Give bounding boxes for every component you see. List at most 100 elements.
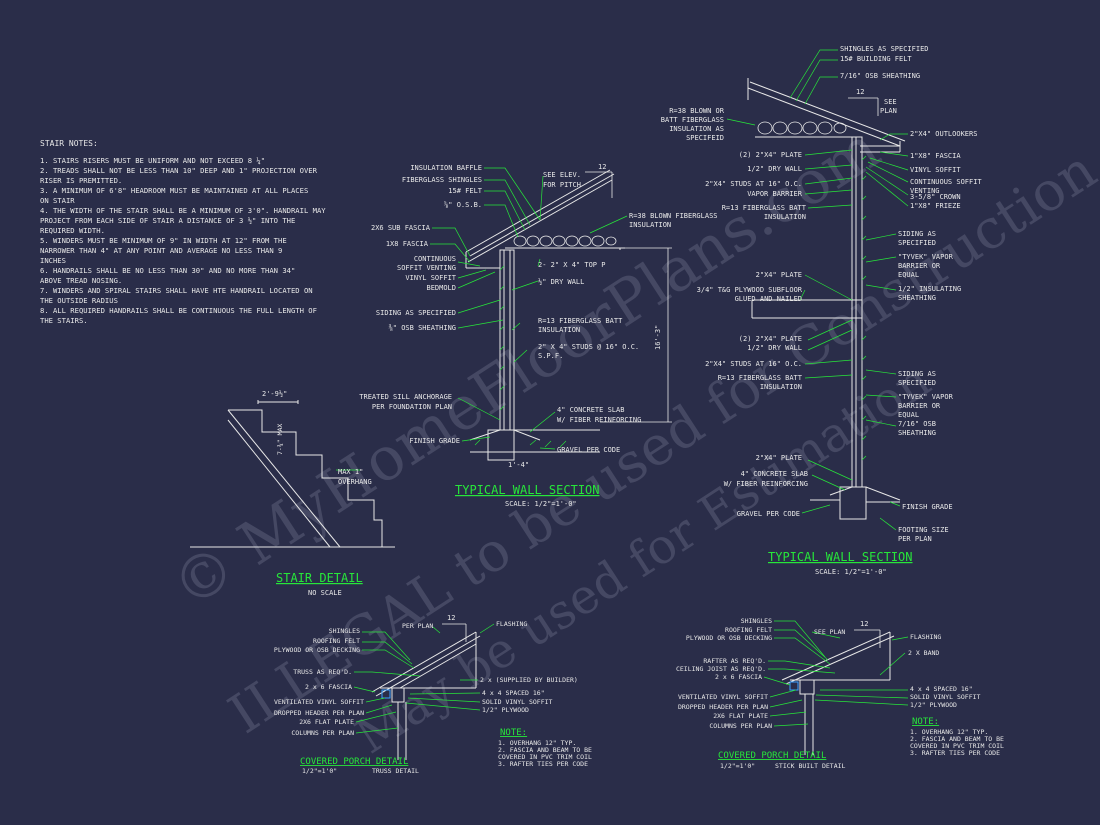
porch2-note-line: COVERED IN PVC TRIM COIL (910, 742, 1004, 750)
stair-notes: STAIR NOTES: 1. STAIRS RISERS MUST BE UN… (40, 139, 330, 325)
wall2-label-plate-bottom: 2"X4" PLATE (756, 454, 802, 462)
wall1-label-r38: R=38 BLOWN FIBERGLASS (629, 212, 718, 220)
wall1-label-studs: 2" X 4" STUDS @ 16" O.C. (538, 343, 639, 351)
wall2-label-drywall-low: 1/2" DRY WALL (747, 344, 802, 352)
wall1-foundation (469, 429, 600, 461)
porch2-label-roofing-felt: ROOFING FELT (725, 626, 772, 634)
porch1-label-plywood: 1/2" PLYWOOD (482, 706, 529, 714)
wall1-label-for-pitch: FOR PITCH (543, 181, 581, 189)
wall2-label-equal-top: EQUAL (898, 271, 919, 279)
stair-dim-tread: 2'-9½" (262, 390, 287, 398)
wall1-label-gravel: GRAVEL PER CODE (557, 446, 620, 454)
porch2-fascia (789, 681, 799, 691)
stair-note-line: REQUIRED WIDTH. (40, 226, 105, 235)
wall2-label-drywall-top: 1/2" DRY WALL (747, 165, 802, 173)
wall2-pitch: 12 (856, 88, 864, 96)
wall2-label-studs-low: 2"X4" STUDS AT 16" O.C. (705, 360, 802, 368)
porch1-label-flashing: FLASHING (496, 620, 527, 628)
wall1-label-foundation-plan: PER FOUNDATION PLAN (372, 403, 452, 411)
wall2-label-specifeid: SPECIFEID (686, 134, 724, 142)
wall2-label-specified-top: SPECIFIED (898, 239, 936, 247)
wall2-label-insulating: 1/2" INSULATING (898, 285, 961, 293)
wall1-roof (465, 169, 625, 269)
porch1-title: COVERED PORCH DETAIL (300, 757, 408, 767)
porch1-drawing (371, 631, 481, 760)
wall2-label-insulation-low: INSULATION (760, 383, 802, 391)
stair-note-line: NARROWER THAN 4" AT ANY POINT AND AVERAG… (40, 246, 282, 255)
porch2-label-soffit: VENTILATED VINYL SOFFIT (678, 693, 768, 701)
porch1-pitch-symbol (442, 623, 467, 642)
porch2-label-spaced: 4 x 4 SPACED 16" (910, 685, 973, 693)
stair-note-line: PROJECT FROM EACH SIDE OF STAIR A DISTAN… (40, 216, 295, 225)
wall2-label-sheathing-low: SHEATHING (898, 429, 936, 437)
porch2-title: COVERED PORCH DETAIL (718, 751, 826, 761)
wall2-label-glued: GLUED AND NAILED (735, 295, 802, 303)
porch2-label-header: DROPPED HEADER PER PLAN (678, 703, 768, 711)
stair-note-line: RISER IS PREMITTED. (40, 176, 122, 185)
wall2-label-r13-low: R=13 FIBERGLASS BATT (718, 374, 803, 382)
porch1-fascia (381, 689, 391, 699)
wall1-scale: SCALE: 1/2"=1'-0" (505, 500, 577, 508)
wall1-label-r13-insulation: INSULATION (538, 326, 580, 334)
wall1-label-r13: R=13 FIBERGLASS BATT (538, 317, 623, 325)
wall1-label-siding: SIDING AS SPECIFIED (376, 309, 456, 317)
porch2-label-ceiling-joist: CEILING JOIST AS REQ'D. (676, 665, 766, 673)
wall2-pitch-symbol (848, 97, 879, 116)
wall1-pitch: 12 (598, 163, 606, 171)
wall1-label-fascia: 1X8 FASCIA (386, 240, 429, 248)
wall1-label-top-plate: 2- 2" X 4" TOP P (538, 261, 605, 269)
porch2-label-band: 2 X BAND (908, 649, 939, 657)
wall2-insulation (757, 121, 847, 135)
wall1-label-r38-insulation: INSULATION (629, 221, 671, 229)
wall2-label-insulation-top: INSULATION (764, 213, 806, 221)
stair-detail: 2'-9½" 7-¾" MAX MAX 1" OVERHANG STAIR DE… (190, 390, 395, 597)
wall2-label-barrier-low: BARRIER OR (898, 402, 941, 410)
porch1-label-truss: TRUSS AS REQ'D. (293, 668, 352, 676)
stair-overhang-note: MAX 1" OVERHANG (338, 468, 372, 486)
porch2-notes: 1. OVERHANG 12" TYP. 2. FASCIA AND BEAM … (910, 728, 1004, 757)
porch-detail-2: 12 SHINGLES ROOFING FELT PLYWOOD OR OSB … (676, 617, 1004, 770)
wall2-title: TYPICAL WALL SECTION (768, 550, 913, 564)
wall2-label-plate-top: (2) 2"X4" PLATE (739, 151, 802, 159)
wall1-label-slab: 4" CONCRETE SLAB (557, 406, 624, 414)
wall2-wall (751, 136, 901, 520)
wall1-label-continuous: CONTINUOUS (414, 255, 456, 263)
porch1-label-decking: PLYWOOD OR OSB DECKING (274, 646, 360, 654)
wall1-leaders (430, 167, 628, 450)
stair-dim-rise: 7-¾" MAX (276, 424, 284, 455)
wall1-label-insulation-baffle: INSULATION BAFFLE (410, 164, 482, 172)
wall1-label-soffit-venting: SOFFIT VENTING (397, 264, 456, 272)
porch2-drawing (781, 631, 895, 755)
stair-note-line: 1. STAIRS RISERS MUST BE UNIFORM AND NOT… (40, 156, 265, 165)
wall2-label-per-plan: PER PLAN (898, 535, 932, 543)
wall1-height-dimension (600, 247, 672, 423)
wall2-label-outlookers: 2"X4" OUTLOOKERS (910, 130, 977, 138)
stair-note-line: 3. A MINIMUM OF 6'8" HEADROOM MUST BE MA… (40, 186, 308, 195)
wall2-label-frieze: 1"X8" FRIEZE (910, 202, 961, 210)
porch1-notes: 1. OVERHANG 12" TYP. 2. FASCIA AND BEAM … (498, 739, 592, 768)
wall2-label-slab: 4" CONCRETE SLAB (741, 470, 808, 478)
porch1-label-supplied: 2 x (SUPPLIED BY BUILDER) (480, 676, 578, 684)
stair-note-line: 2. TREADS SHALL NOT BE LESS THAN 10" DEE… (40, 166, 318, 175)
porch1-label-columns: COLUMNS PER PLAN (291, 729, 354, 737)
stair-note-line: INCHES (40, 256, 66, 265)
stair-note-line: 7. WINDERS AND SPIRAL STAIRS SHALL HAVE … (40, 286, 313, 295)
porch2-note-heading: NOTE: (912, 717, 939, 727)
wall2-label-insulation-as: INSULATION AS (669, 125, 724, 133)
wall1-label-shingles: FIBERGLASS SHINGLES (402, 176, 482, 184)
porch2-label-solid-soffit: SOLID VINYL SOFFIT (910, 693, 981, 701)
wall2-label-r13-top: R=13 FIBERGLASS BATT (722, 204, 807, 212)
wall2-top-labels: SHINGLES AS SPECIFIED 15# BUILDING FELT … (840, 45, 929, 80)
stair-notes-body: 1. STAIRS RISERS MUST BE UNIFORM AND NOT… (40, 156, 330, 325)
wall1-label-osb-sheathing: ⅜" OSB SHEATHING (389, 323, 456, 332)
porch1-leaders (353, 623, 495, 734)
wall2-label-vapor-barrier: VAPOR BARRIER (747, 190, 803, 198)
wall1-label-see-elev: SEE ELEV. (543, 171, 581, 179)
wall2-label-tyvek-top: "TYVEK" VAPOR (898, 253, 954, 261)
porch1-subtitle: TRUSS DETAIL (372, 767, 419, 775)
porch1-note-line: 1. OVERHANG 12" TYP. (498, 739, 576, 747)
porch2-label-fascia: 2 x 6 FASCIA (715, 673, 762, 681)
wall1-label-drywall: ½" DRY WALL (538, 278, 584, 286)
porch1-label-shingles: SHINGLES (329, 627, 360, 635)
